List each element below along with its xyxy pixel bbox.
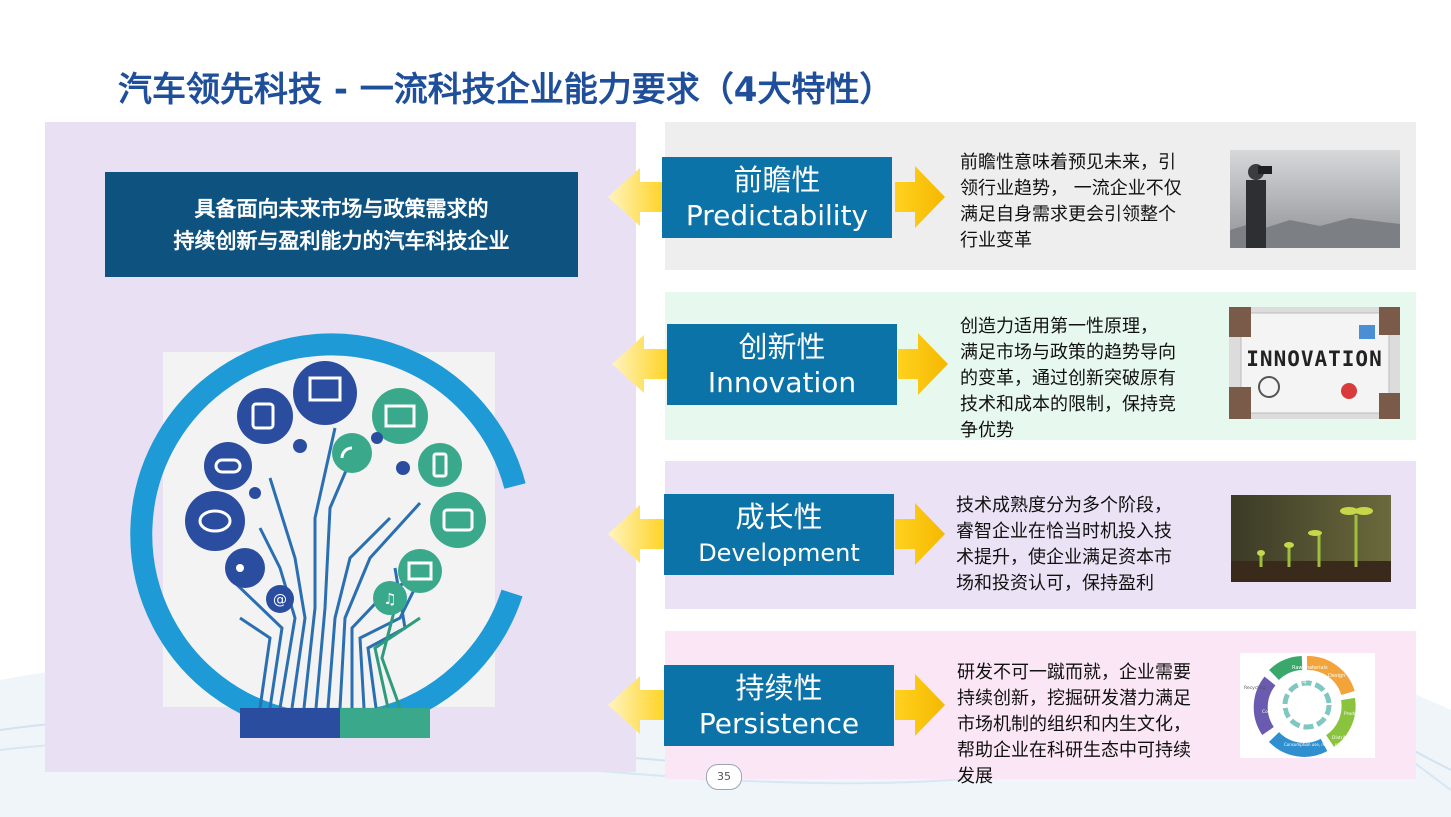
cycle-label-production: Production [1344, 711, 1368, 717]
cycle-label-remanufacturing: Remanufacturing [1272, 679, 1307, 684]
desc-line: 发展 [957, 766, 993, 787]
trait-en-label: Development [698, 538, 860, 567]
trait-cn-label: 成长性 [735, 499, 823, 534]
right-arrow-3 [895, 503, 945, 565]
left-arrow-3 [608, 505, 666, 563]
desc-line: 市场机制的组织和内生文化， [957, 714, 1191, 735]
desc-line: 术提升，使企业满足资本市 [956, 547, 1172, 568]
photo-businessman-binoculars [1230, 150, 1400, 248]
cycle-label-recycling: Recycling [1244, 685, 1266, 691]
desc-line: 场和投资认可，保持盈利 [956, 573, 1154, 594]
trait-badge-development: 成长性 Development [664, 494, 894, 575]
cycle-label-consumption: Consumption use, reuse, repair [1284, 742, 1347, 747]
trait-badge-persistence: 持续性 Persistence [664, 665, 894, 746]
gamepad-icon [214, 458, 242, 474]
desc-line: 行业变革 [960, 230, 1032, 251]
trait-description-1: 前瞻性意味着预见未来，引 领行业趋势， 一流企业不仅 满足自身需求更会引领整个 … [960, 150, 1220, 254]
desc-line: 满足自身需求更会引领整个 [960, 204, 1176, 225]
desc-line: 前瞻性意味着预见未来，引 [960, 152, 1176, 173]
desc-line: 研发不可一蹴而就，企业需要 [957, 662, 1191, 683]
phone-icon [432, 452, 448, 478]
mission-line-1: 具备面向未来市场与政策需求的 [194, 196, 489, 221]
desc-line: 睿智企业在恰当时机投入技 [956, 521, 1172, 542]
trait-cn-label: 创新性 [738, 329, 826, 364]
trait-description-2: 创造力适用第一性原理， 满足市场与政策的趋势导向 的变革，通过创新突破原有 技术… [960, 314, 1222, 444]
page-number: 35 [706, 764, 742, 790]
tree-base-stripes [240, 708, 430, 738]
left-arrow-4 [608, 676, 666, 734]
desc-line: 持续创新，挖掘研发潜力满足 [957, 688, 1191, 709]
share-icon [236, 564, 244, 572]
desc-line: 帮助企业在科研生态中可持续 [957, 740, 1191, 761]
cycle-label-raw-materials: Raw materials [1292, 665, 1328, 671]
right-arrow-1 [895, 166, 945, 228]
trait-en-label: Predictability [685, 198, 869, 232]
trait-cn-label: 持续性 [735, 670, 823, 705]
monitor-icon [308, 376, 342, 402]
trait-description-3: 技术成熟度分为多个阶段， 睿智企业在恰当时机投入技 术提升，使企业满足资本市 场… [956, 493, 1218, 597]
mission-line-2: 持续创新与盈利能力的汽车科技企业 [173, 228, 510, 253]
music-icon: ♫ [383, 590, 396, 608]
trait-badge-predictability: 前瞻性 Predictability [662, 157, 892, 238]
cycle-label-design: Design [1328, 673, 1345, 679]
innovation-photo-text: INNOVATION [1246, 347, 1383, 371]
desc-line: 领行业趋势， 一流企业不仅 [960, 178, 1182, 199]
camera-icon [442, 508, 474, 532]
trait-cn-label: 前瞻性 [733, 162, 821, 197]
cycle-label-distribution: Distribution [1332, 735, 1358, 741]
right-arrow-2 [898, 333, 948, 395]
left-arrow-1 [608, 168, 666, 226]
desc-line: 争优势 [960, 420, 1014, 441]
left-arrow-2 [612, 335, 670, 393]
desc-line: 技术成熟度分为多个阶段， [956, 495, 1172, 516]
photo-innovation-table: INNOVATION [1229, 307, 1400, 419]
page-title: 汽车领先科技 - 一流科技企业能力要求（4大特性） [118, 70, 894, 110]
mission-box: 具备面向未来市场与政策需求的 持续创新与盈利能力的汽车科技企业 [105, 172, 578, 277]
tablet-icon [251, 402, 275, 430]
desc-line: 创造力适用第一性原理， [960, 316, 1158, 337]
desc-line: 技术和成本的限制，保持竞 [960, 394, 1176, 415]
tech-tree-graphic: @ ♫ [130, 333, 526, 738]
at-icon: @ [273, 592, 287, 608]
desc-line: 的变革，通过创新突破原有 [960, 368, 1176, 389]
right-arrow-4 [895, 674, 945, 736]
desc-line: 满足市场与政策的趋势导向 [960, 342, 1176, 363]
photo-growing-sprouts [1231, 495, 1391, 582]
wifi-icon [340, 446, 353, 459]
chat-icon [198, 509, 232, 533]
trait-en-label: Persistence [698, 706, 860, 740]
photo-circular-cycle: Raw materials Design Production Distribu… [1240, 653, 1375, 758]
trait-en-label: Innovation [707, 365, 857, 399]
cycle-label-collection: Collection [1262, 709, 1284, 715]
screen-icon [384, 404, 416, 428]
trait-badge-innovation: 创新性 Innovation [667, 324, 897, 405]
mail-icon [407, 561, 433, 581]
trait-description-4: 研发不可一蹴而就，企业需要 持续创新，挖掘研发潜力满足 市场机制的组织和内生文化… [957, 660, 1239, 790]
